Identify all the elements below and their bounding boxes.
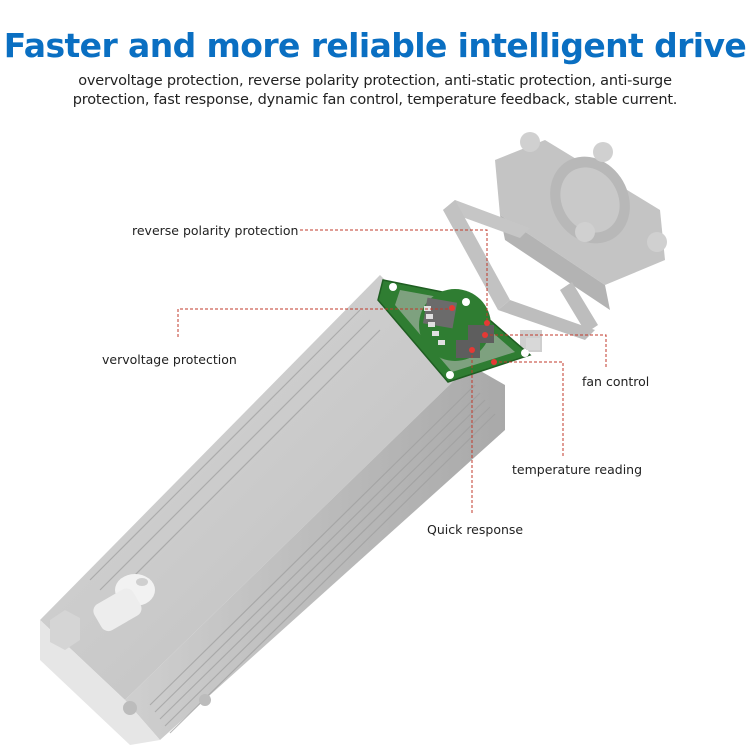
callout-quick-response: Quick response: [427, 522, 524, 537]
heatsink: [40, 275, 505, 745]
callout-temperature: temperature reading: [512, 462, 643, 477]
fan-icon: [495, 132, 667, 310]
callout-reverse-polarity: reverse polarity protection: [132, 223, 299, 238]
callout-fan-control: fan control: [582, 374, 650, 389]
driver-pcb: [377, 279, 540, 383]
callout-dots: [449, 305, 497, 365]
callout-overvoltage: vervoltage protection: [102, 352, 237, 367]
water-fitting-icon: [50, 574, 211, 715]
feature-summary: overvoltage protection, reverse polarity…: [72, 73, 678, 108]
callout-lines: [177, 229, 607, 515]
page-title: Faster and more reliable intelligent dri…: [3, 26, 747, 65]
